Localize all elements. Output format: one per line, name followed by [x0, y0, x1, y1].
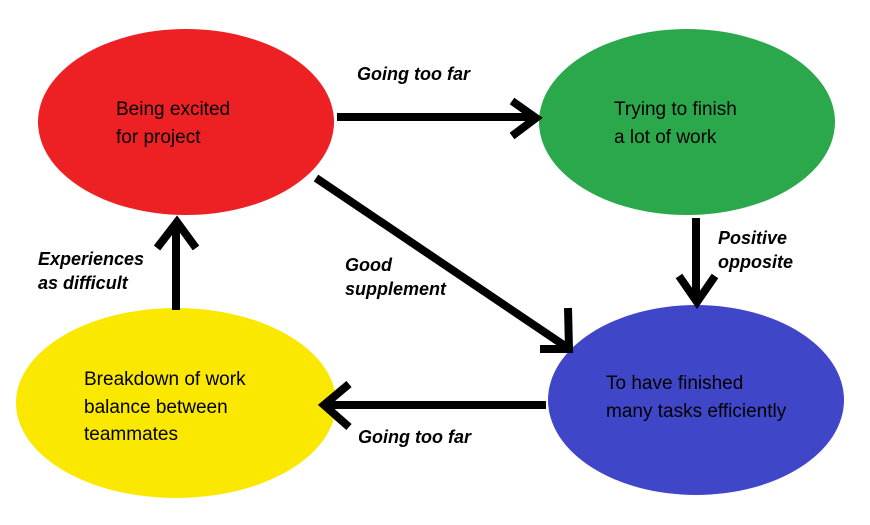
edge-label-yellow-to-red: Experiences as difficult: [38, 249, 145, 294]
arrow-red-to-blue: [313, 174, 574, 353]
edge-label-green-to-blue: Positive opposite: [718, 228, 793, 273]
arrow-yellow-to-red: [153, 215, 200, 310]
node-blue[interactable]: [548, 305, 844, 495]
node-green[interactable]: [539, 29, 835, 215]
node-yellow[interactable]: [16, 308, 336, 498]
arrow-blue-to-yellow: [317, 380, 546, 431]
node-red[interactable]: [38, 29, 334, 215]
edge-label-red-to-blue: Good supplement: [345, 255, 447, 300]
edge-label-red-to-green: Going too far: [357, 64, 470, 84]
arrow-red-to-green: [337, 97, 543, 140]
edge-label-blue-to-yellow: Going too far: [358, 427, 471, 447]
arrow-green-to-blue: [675, 218, 719, 310]
